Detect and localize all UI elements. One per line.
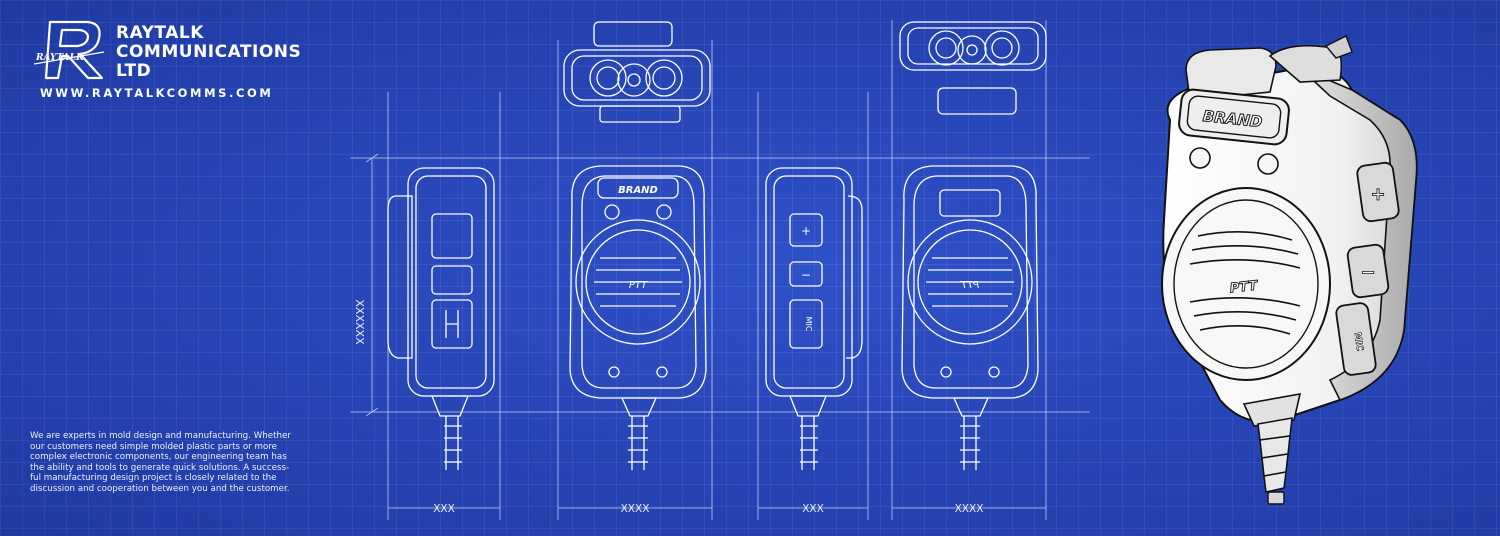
speaker-grille: [1189, 231, 1301, 335]
ptt-label-mirrored: PTT: [960, 280, 979, 291]
device-brand-label: BRAND: [618, 185, 658, 196]
device-render: BRAND PTT + − MIC: [1161, 35, 1418, 505]
cable-strain-relief: [1257, 417, 1293, 493]
company-name-line-1: RAYTALK: [116, 23, 204, 43]
plus-label: +: [801, 224, 811, 238]
website-url: WWW.RAYTALKCOMMS.COM: [40, 86, 274, 100]
description-line: ful manufacturing design project is clos…: [30, 473, 277, 484]
mic-label: MIC: [804, 317, 813, 332]
side-view-left: [387, 167, 495, 470]
width-dimension-label: XXXX: [955, 503, 984, 515]
logo-text: RAYTALK: [35, 53, 85, 63]
width-dimension-label: XXX: [433, 503, 455, 515]
side-view-right: + − MIC: [765, 167, 863, 470]
front-view: BRAND PTT: [569, 165, 707, 470]
top-view-back: [899, 21, 1047, 115]
description-line: discussion and cooperation between you a…: [30, 483, 290, 494]
company-name-line-3: LTD: [116, 61, 152, 81]
height-dimension-label: XXXXXX: [353, 299, 366, 345]
dimension-lines: [350, 20, 1090, 520]
render-minus-label: −: [1360, 262, 1375, 283]
width-dimension-label: XXX: [802, 503, 824, 515]
description-line: our customers need simple molded plastic…: [30, 441, 277, 452]
description-line: We are experts in mold design and manufa…: [30, 431, 291, 441]
render-mic-label: MIC: [1352, 332, 1365, 353]
raytalk-logo: RAYTALK: [33, 20, 105, 80]
width-dimension-label: XXXX: [621, 503, 650, 515]
company-name-line-2: COMMUNICATIONS: [116, 42, 302, 62]
description-line: complex electronic components, our engin…: [30, 452, 287, 463]
description-line: the ability and tools to generate quick …: [30, 462, 290, 473]
brand-header: RAYTALK RAYTALK COMMUNICATIONS LTD WWW.R…: [28, 16, 328, 106]
back-view: PTT: [901, 165, 1039, 470]
company-name: RAYTALK COMMUNICATIONS LTD: [116, 24, 326, 81]
top-view-front: [563, 21, 711, 123]
company-description: We are experts in mold design and manufa…: [30, 431, 350, 495]
render-plus-label: +: [1370, 184, 1385, 205]
ptt-label: PTT: [629, 280, 648, 291]
minus-label: −: [801, 268, 811, 282]
render-ptt-label: PTT: [1229, 279, 1259, 297]
